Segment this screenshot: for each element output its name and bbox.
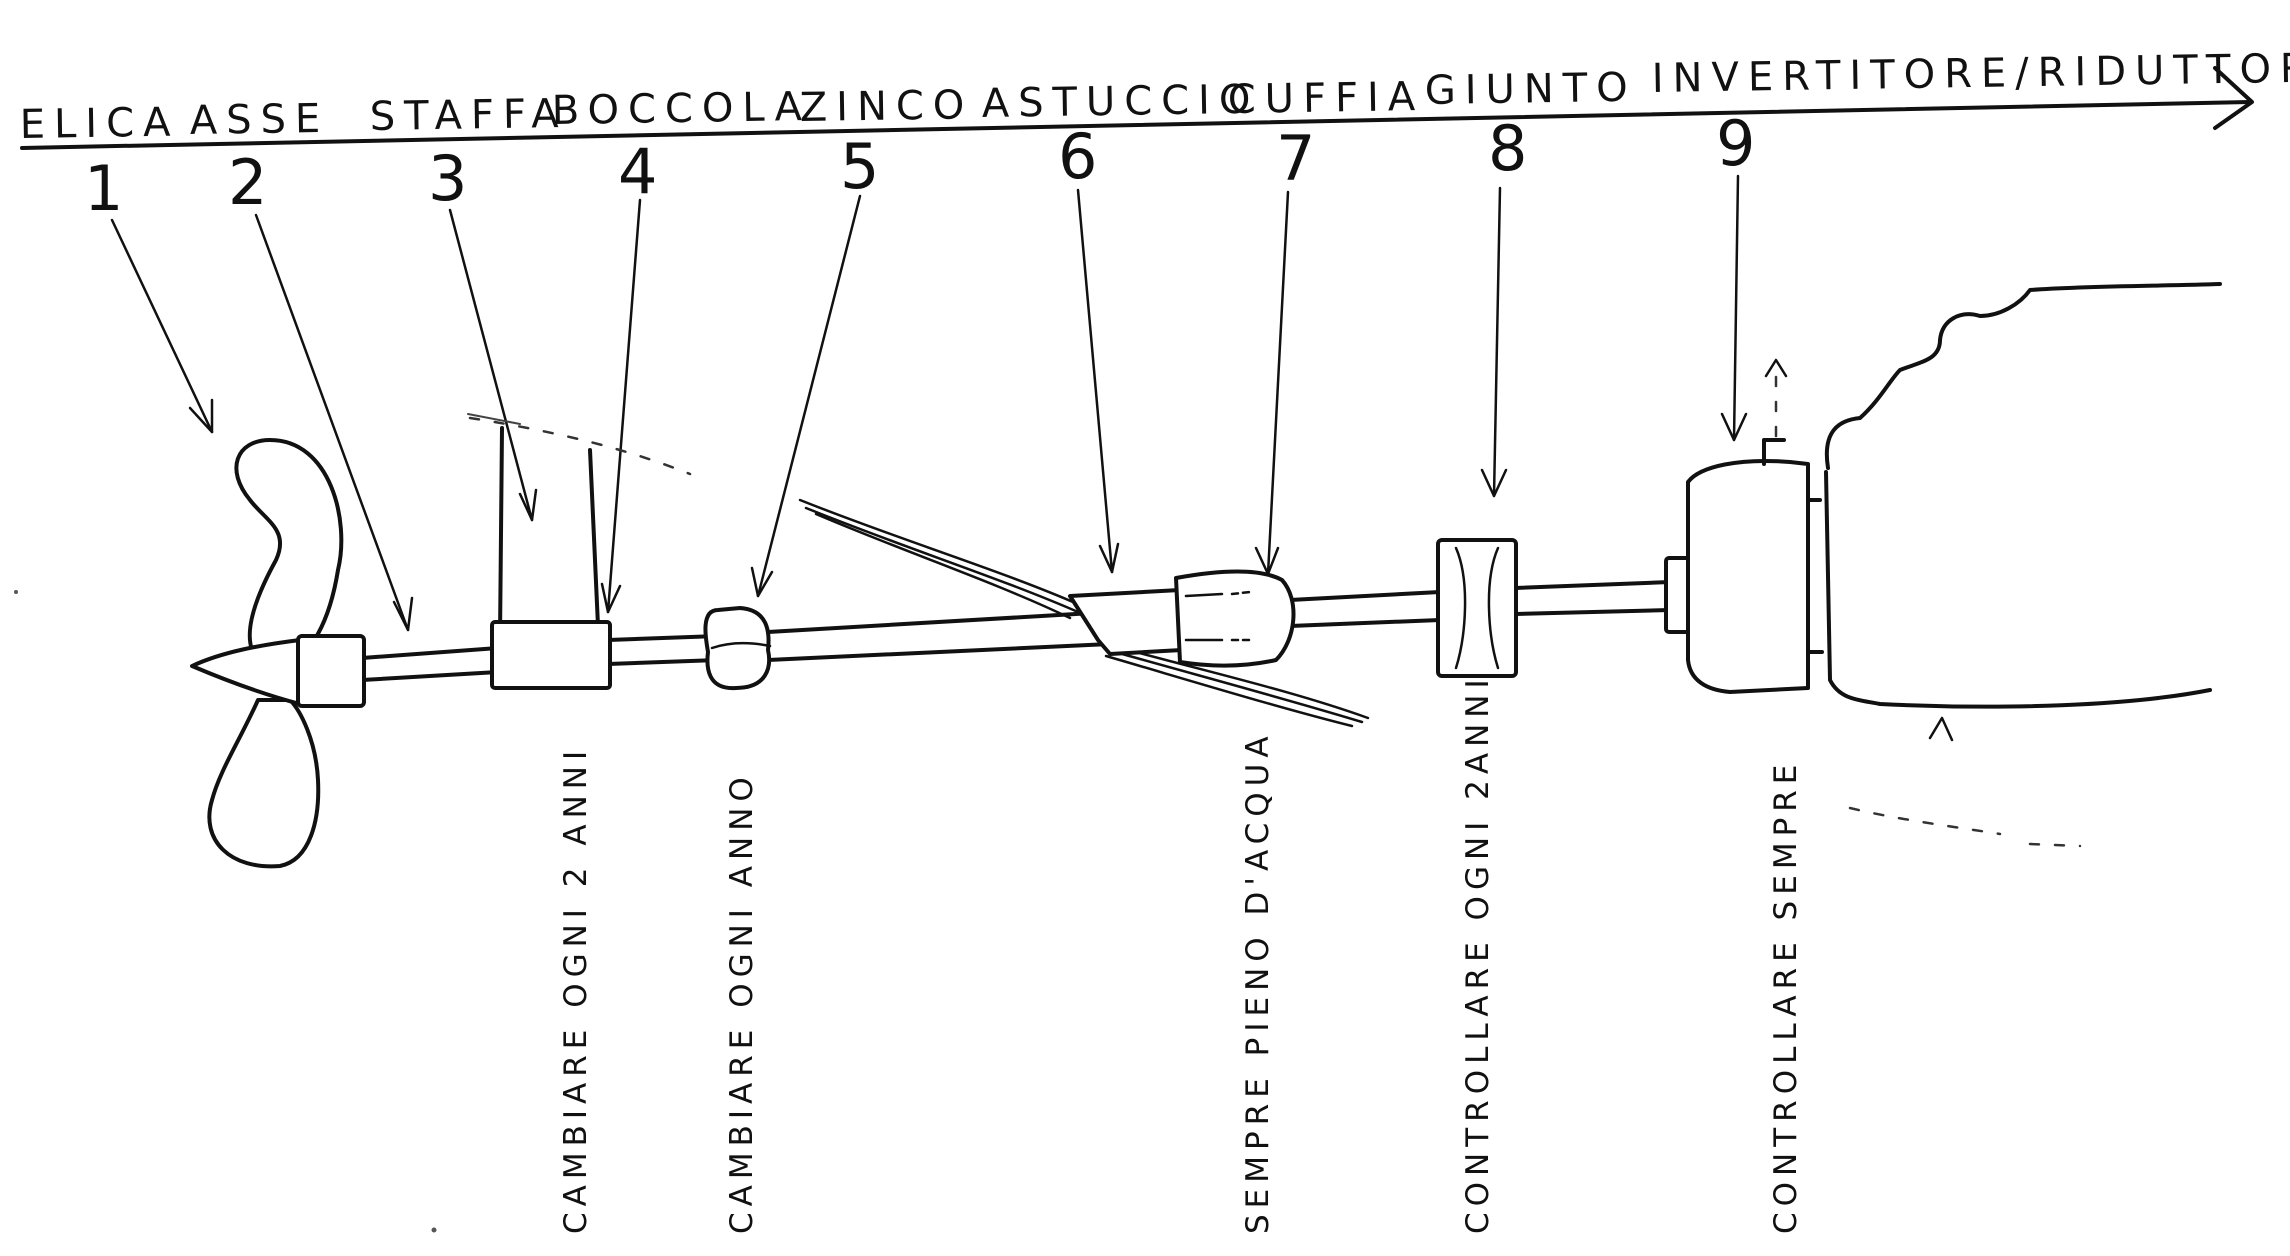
header-label-boccola: BOCCOLA	[551, 84, 811, 134]
propeller-cone	[190, 638, 302, 706]
zinc-anode	[703, 606, 772, 691]
part-number-3: 3	[428, 142, 467, 215]
header-label-invertitore-riduttore: INVERTITORE/RIDUTTORE	[1651, 45, 2290, 102]
note-invertitore: CONTROLLARE SEMPRE	[1768, 759, 1804, 1234]
pointer-arrows	[110, 174, 1748, 632]
header-label-staffa: STAFFA	[369, 91, 567, 140]
engine-bed-dashed-lower	[2028, 842, 2082, 848]
pointer-arrow-6	[1076, 188, 1120, 574]
engine-mount-mark	[1928, 716, 1954, 742]
pointer-arrow-3	[448, 208, 538, 522]
header-label-zinco: ZINCO	[799, 82, 973, 131]
stern-tube	[1068, 588, 1184, 656]
pointer-arrow-8	[1480, 186, 1508, 498]
shaft	[360, 580, 1672, 682]
note-zinco: CAMBIARE OGNI ANNO	[724, 771, 760, 1234]
pointer-arrow-2	[254, 213, 414, 632]
pointer-arrow-1	[110, 218, 214, 434]
header-label-astuccio: ASTUCCIO	[981, 77, 1259, 127]
part-number-2: 2	[228, 146, 267, 219]
stray-dot-bottom	[431, 1227, 437, 1233]
part-number-5: 5	[840, 130, 879, 203]
maintenance-notes: CAMBIARE OGNI 2 ANNI CAMBIARE OGNI ANNO …	[558, 673, 1804, 1234]
header-label-cuffia: CUFFIA	[1227, 74, 1424, 123]
header-part-labels: ELICA ASSE STAFFA BOCCOLA ZINCO ASTUCCIO…	[19, 45, 2290, 148]
part-number-1: 1	[84, 152, 123, 225]
header-label-elica: ELICA	[19, 99, 179, 148]
engine-bed-dashed	[1848, 806, 2002, 836]
part-number-6: 6	[1058, 120, 1097, 193]
note-cuffia: SEMPRE PIENO D'ACQUA	[1240, 730, 1276, 1234]
stray-dot-left	[14, 590, 18, 594]
engine-outline	[1824, 282, 2222, 848]
pointer-arrow-4	[600, 198, 642, 614]
propeller-blade-lower	[207, 698, 321, 869]
pointer-arrow-9	[1720, 174, 1748, 442]
propeller	[190, 438, 366, 869]
gearbox-dipstick-arrowhead	[1764, 358, 1788, 378]
note-giunto: CONTROLLARE OGNI 2ANNI	[1460, 673, 1496, 1234]
strut	[467, 413, 600, 640]
part-number-8: 8	[1488, 112, 1527, 185]
stuffing-box	[1174, 569, 1296, 668]
propeller-blade-upper	[234, 438, 344, 664]
part-numbers: 1 2 3 4 5 6 7 8 9	[84, 107, 1755, 225]
header-label-giunto: GIUNTO	[1424, 65, 1637, 114]
gearbox	[1664, 358, 1824, 694]
part-number-9: 9	[1716, 107, 1755, 180]
propeller-hub	[296, 634, 366, 708]
note-boccola: CAMBIARE OGNI 2 ANNI	[558, 745, 594, 1234]
coupling	[1436, 538, 1518, 678]
hull-outline-dashed	[468, 416, 692, 476]
header-label-asse: ASSE	[189, 96, 329, 144]
gearbox-dipstick	[1762, 438, 1786, 466]
pointer-arrow-7	[1254, 190, 1290, 576]
sequence-axis-arrow	[20, 66, 2254, 150]
bushing	[490, 620, 612, 690]
pointer-arrow-5	[750, 194, 862, 598]
gearbox-body	[1686, 458, 1810, 694]
part-number-4: 4	[618, 135, 657, 208]
part-number-7: 7	[1276, 122, 1315, 195]
